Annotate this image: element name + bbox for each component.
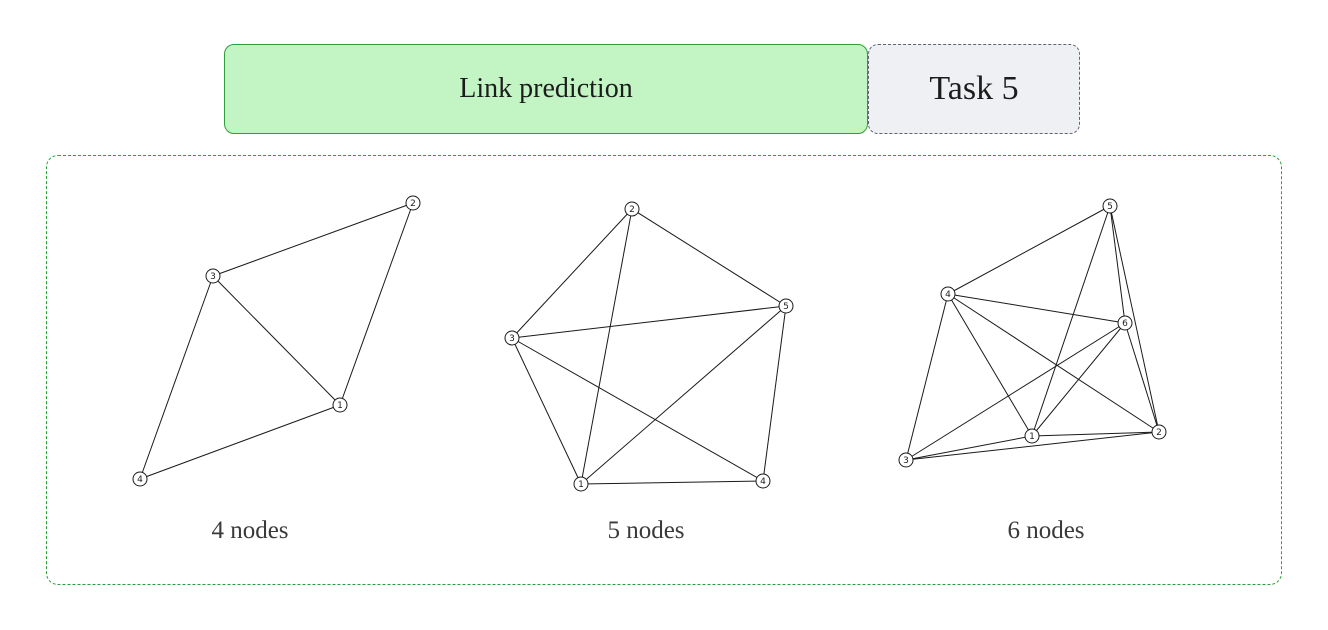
edge-4-1 [139,404,341,480]
edge-2-1 [580,208,633,485]
edge-1-2 [1031,431,1160,437]
node-label-3: 3 [210,272,216,282]
node-label-1: 1 [1029,432,1035,442]
caption-6-nodes: 6 nodes [1007,517,1085,544]
edge-6-3 [905,322,1126,461]
edge-1-3 [905,435,1033,461]
edge-5-1 [580,305,787,485]
edge-2-1 [339,202,414,406]
node-label-1: 1 [578,480,584,490]
node-1 [332,397,348,413]
node-5 [778,298,794,314]
caption-5-nodes: 5 nodes [607,517,685,544]
edge-3-4 [511,337,764,482]
edge-3-4 [139,275,214,480]
edge-3-1 [511,337,582,485]
edge-3-5 [511,305,787,339]
edge-4-6 [947,293,1126,324]
edge-3-2 [905,431,1160,461]
edge-5-4 [762,305,787,482]
task-number-badge: Task 5 [868,44,1080,134]
node-label-4: 4 [945,290,951,300]
node-label-1: 1 [337,401,343,411]
node-label-2: 2 [410,199,416,209]
graph-6-nodes: 1 2 3 4 5 6 [898,198,1167,468]
task-title: Link prediction [459,73,633,104]
graph-5-nodes: 1 2 3 4 5 [504,201,794,492]
edge-4-3 [905,293,949,461]
graph-examples-panel [46,155,1282,585]
edge-5-2 [1109,205,1160,433]
task-number: Task 5 [929,70,1019,107]
edge-6-1 [1031,322,1126,437]
node-label-5: 5 [1107,202,1113,212]
edge-6-2 [1124,322,1160,433]
node-label-6: 6 [1122,319,1128,329]
edge-2-5 [631,208,787,307]
node-label-3: 3 [903,456,909,466]
node-3 [504,330,520,346]
node-label-5: 5 [783,302,789,312]
caption-4-nodes: 4 nodes [211,517,289,544]
node-label-2: 2 [629,205,635,215]
node-label-2: 2 [1156,428,1162,438]
edge-3-2 [212,202,414,277]
node-5 [1102,198,1118,214]
node-2 [624,201,640,217]
node-3 [898,452,914,468]
node-4 [132,471,148,487]
edge-3-1 [212,275,341,406]
node-label-3: 3 [509,334,515,344]
task-title-box: Link prediction [224,44,868,134]
node-4 [755,473,771,489]
edge-4-1 [947,293,1033,437]
edge-2-3 [511,208,633,339]
edge-5-4 [947,205,1111,295]
node-1 [1024,428,1040,444]
node-label-4: 4 [137,475,143,485]
edge-5-6 [1109,205,1126,324]
node-2 [405,195,421,211]
edge-4-2 [947,293,1160,433]
node-1 [573,476,589,492]
node-6 [1117,315,1133,331]
graph-4-nodes: 1 2 3 4 [132,195,421,487]
node-3 [205,268,221,284]
edge-5-1 [1031,205,1111,437]
node-label-4: 4 [760,477,766,487]
edge-1-4 [580,480,764,485]
node-4 [940,286,956,302]
node-2 [1151,424,1167,440]
